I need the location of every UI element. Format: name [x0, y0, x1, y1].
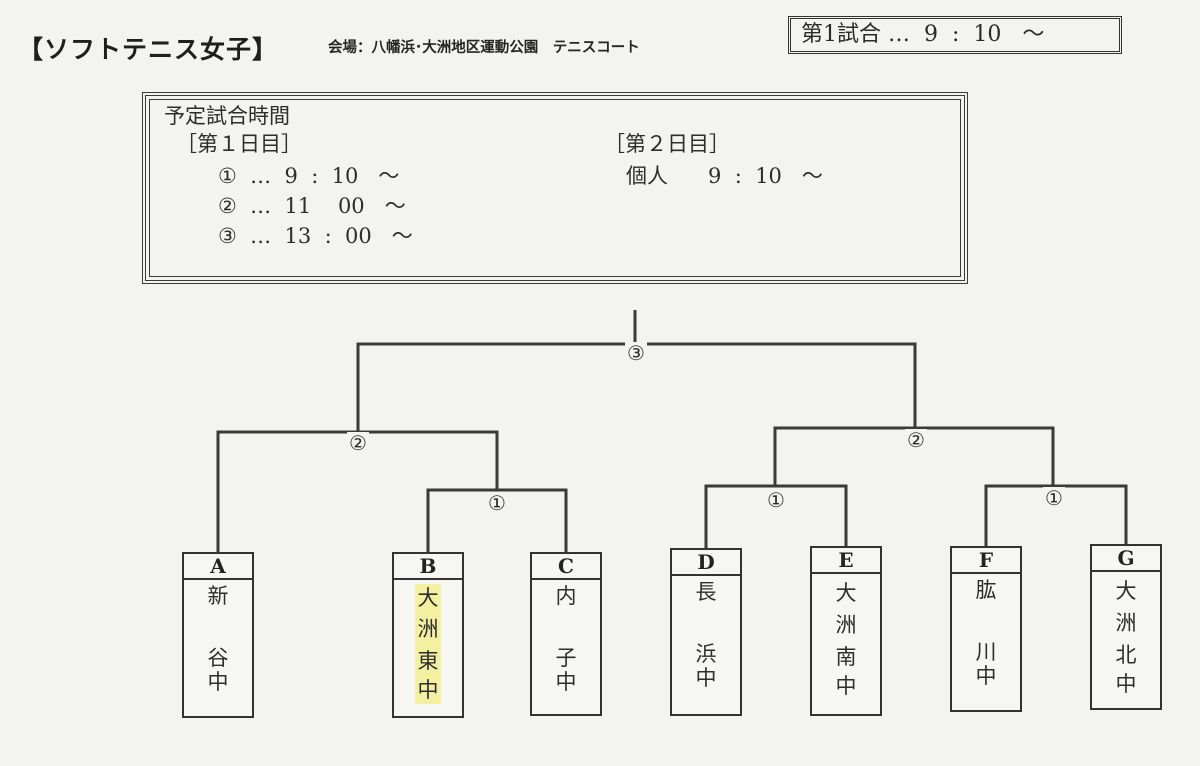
team-name: 肱 川 中: [952, 574, 1020, 688]
bracket-semi-right-line: [773, 426, 1055, 486]
round-label-semi-left: ②: [347, 431, 369, 455]
bracket-qf-bc-line: [426, 488, 568, 552]
team-name-char: 東: [394, 646, 462, 676]
team-name: 大 洲 北 中: [1092, 572, 1160, 698]
team-name-char: [532, 608, 600, 646]
round-label-qf-bc: ①: [486, 491, 508, 515]
team-box-f: F 肱 川 中: [950, 546, 1022, 712]
team-letter: A: [184, 554, 252, 580]
round-label-semi-right: ②: [905, 428, 927, 452]
team-box-b: B 大 洲 東 中: [392, 552, 464, 718]
team-name-char: 内: [555, 584, 577, 608]
team-name-char: 洲: [1115, 611, 1137, 635]
team-box-d: D 長 浜 中: [670, 548, 742, 716]
day1-label: ［第１日目］: [176, 132, 302, 156]
team-box-a: A 新 谷 中: [182, 552, 254, 718]
team-name-char: 中: [555, 670, 577, 694]
team-letter: D: [672, 550, 740, 576]
first-match-time-box: 第1試合 … 9 : 10 ～: [788, 16, 1122, 54]
venue-text: 会場：八幡浜･大洲地区運動公園 テニスコート: [328, 40, 640, 56]
team-name-char: 洲: [835, 613, 857, 637]
highlighted-char: 東: [415, 646, 441, 676]
team-name: 大 洲 南 中: [812, 574, 880, 700]
team-box-c: C 内 子 中: [530, 552, 602, 716]
team-name-char: 洲: [394, 612, 462, 646]
team-name-char: [952, 602, 1020, 640]
team-name-char: 大: [1115, 579, 1137, 603]
team-name-char: 中: [695, 666, 717, 690]
team-letter: F: [952, 548, 1020, 574]
team-letter: G: [1092, 546, 1160, 572]
team-box-g: G 大 洲 北 中: [1090, 544, 1162, 710]
day1-row-1: ① … 9 : 10 ～: [218, 164, 400, 188]
team-name-char: 子: [555, 646, 577, 670]
team-letter: B: [394, 554, 462, 580]
round-label-qf-de: ①: [765, 488, 787, 512]
day2-label: ［第２日目］: [604, 132, 730, 156]
team-name-char: 谷: [207, 646, 229, 670]
team-name-char: 南: [835, 645, 857, 669]
team-name-char: 北: [1115, 643, 1137, 667]
page-title: 【ソフトテニス女子】: [18, 35, 279, 64]
team-name-char: 中: [835, 674, 857, 698]
team-name: 大 洲 東 中: [394, 580, 462, 704]
team-name-char: 中: [975, 664, 997, 688]
bracket-qf-de-line: [704, 484, 848, 550]
highlighted-char: 大: [415, 584, 441, 612]
team-name-char: 肱: [975, 578, 997, 602]
team-name-char: 川: [975, 640, 997, 664]
round-label-qf-fg: ①: [1043, 486, 1065, 510]
schedule-heading: 予定試合時間: [164, 104, 290, 128]
team-box-e: E 大 洲 南 中: [810, 546, 882, 716]
team-name-char: 中: [1115, 672, 1137, 696]
bracket-qf-fg-line: [984, 484, 1128, 548]
highlighted-char: 中: [415, 676, 441, 704]
day1-row-3: ③ … 13 : 00 ～: [218, 224, 413, 248]
team-name: 内 子 中: [532, 580, 600, 694]
team-name-char: 浜: [695, 642, 717, 666]
team-name-char: [184, 608, 252, 646]
team-name-char: 中: [207, 670, 229, 694]
team-name-char: 長: [695, 580, 717, 604]
team-name-char: 大: [835, 581, 857, 605]
day2-row-1: 個人 9 : 10 ～: [626, 164, 823, 188]
team-name: 新 谷 中: [184, 580, 252, 694]
day1-row-2: ② … 11 00 ～: [218, 194, 406, 218]
highlighted-char: 洲: [415, 612, 441, 646]
team-letter: C: [532, 554, 600, 580]
team-name-char: 中: [394, 676, 462, 704]
team-name-char: 新: [207, 584, 229, 608]
team-name-char: 大: [394, 584, 462, 612]
schedule-box-inner-border: [149, 99, 961, 277]
schedule-box: 予定試合時間 ［第１日目］ ① … 9 : 10 ～ ② … 11 00 ～ ③…: [142, 92, 968, 284]
team-name: 長 浜 中: [672, 576, 740, 690]
team-letter: E: [812, 548, 880, 574]
round-label-final: ③: [625, 341, 647, 365]
team-name-char: [672, 604, 740, 642]
